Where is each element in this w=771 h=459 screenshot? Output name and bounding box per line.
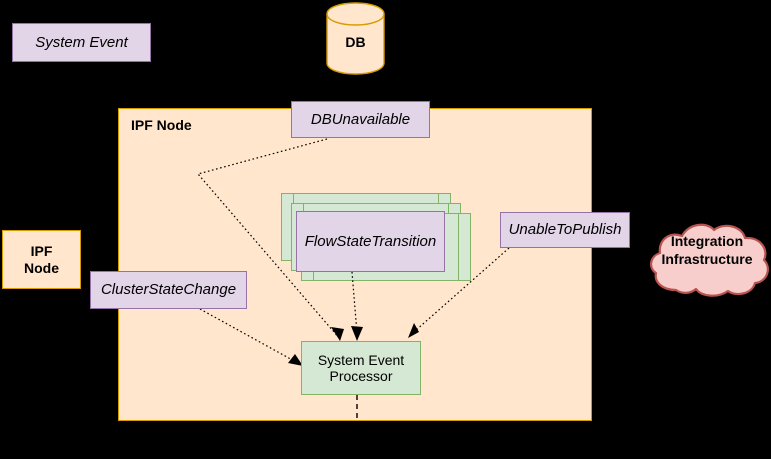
- ipf-node-container-label: IPF Node: [131, 117, 192, 133]
- event-dbunavailable-box[interactable]: DBUnavailable: [291, 101, 430, 138]
- event-clusterstatechange-box[interactable]: ClusterStateChange: [90, 271, 247, 309]
- db-cylinder-icon: [326, 2, 385, 75]
- legend-system-event-box[interactable]: System Event: [12, 23, 151, 62]
- event-flowstatetransition-label: FlowStateTransition: [304, 232, 437, 250]
- external-ipf-node-label-line1: IPF: [30, 243, 53, 260]
- external-ipf-node-label-line2: Node: [24, 259, 59, 276]
- event-unabletopublish-box[interactable]: UnableToPublish: [500, 212, 630, 248]
- system-event-processor-label-line2: Processor: [329, 368, 393, 384]
- integration-label-line2: Infrastructure: [661, 250, 753, 267]
- event-clusterstatechange-label: ClusterStateChange: [100, 281, 237, 299]
- integration-infrastructure-cloud-icon: [650, 223, 769, 297]
- legend-system-event-label: System Event: [35, 33, 128, 51]
- system-event-processor-box[interactable]: System Event Processor: [301, 341, 421, 395]
- system-event-processor-label-line1: System Event: [317, 351, 405, 368]
- db-label: DB: [345, 34, 366, 50]
- event-dbunavailable-label: DBUnavailable: [310, 110, 411, 128]
- event-unabletopublish-label: UnableToPublish: [508, 221, 622, 239]
- event-flowstatetransition-box[interactable]: FlowStateTransition: [296, 211, 445, 272]
- integration-infrastructure-label: Integration Infrastructure: [648, 233, 766, 268]
- external-ipf-node-box[interactable]: IPF Node: [2, 230, 81, 289]
- integration-label-line1: Integration: [670, 233, 744, 249]
